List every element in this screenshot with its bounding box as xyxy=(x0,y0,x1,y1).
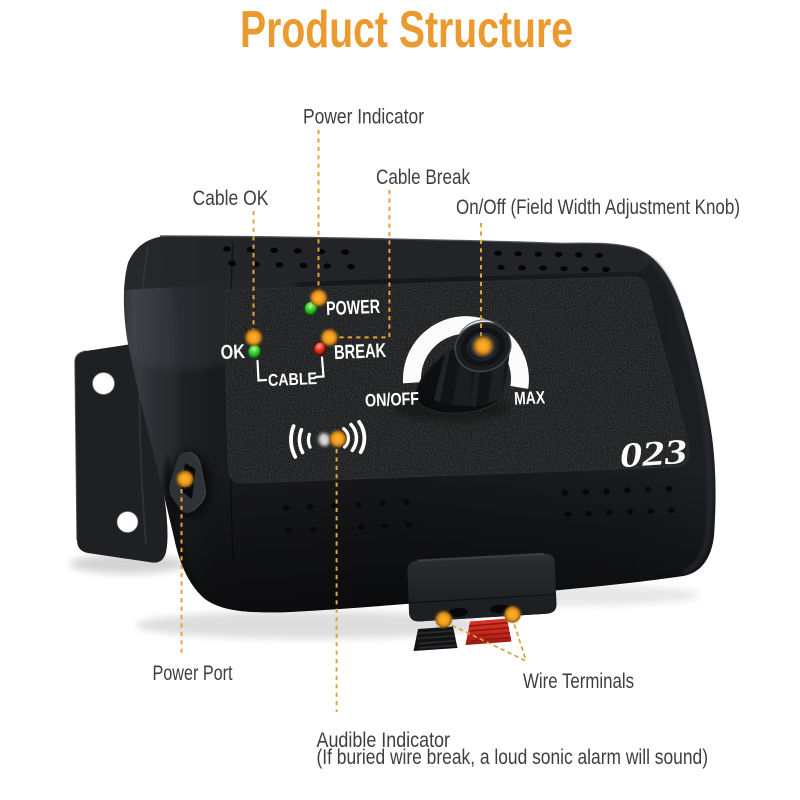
svg-text:023: 023 xyxy=(618,432,688,476)
svg-text:Power Indicator: Power Indicator xyxy=(303,106,424,129)
svg-text:OK: OK xyxy=(220,341,246,364)
svg-text:On/Off (Field Width Adjustment: On/Off (Field Width Adjustment Knob) xyxy=(456,196,740,219)
svg-text:CABLE: CABLE xyxy=(268,369,318,390)
svg-text:(If buried wire break, a loud: (If buried wire break, a loud sonic alar… xyxy=(317,746,709,769)
svg-text:Cable OK: Cable OK xyxy=(193,187,269,210)
svg-text:Cable Break: Cable Break xyxy=(376,166,470,189)
svg-text:Wire Terminals: Wire Terminals xyxy=(523,670,634,693)
svg-text:BREAK: BREAK xyxy=(334,340,387,364)
svg-text:ON/OFF: ON/OFF xyxy=(365,388,420,410)
svg-text:Product Structure: Product Structure xyxy=(240,1,573,59)
svg-text:Audible Indicator: Audible Indicator xyxy=(317,729,451,752)
svg-text:Power Port: Power Port xyxy=(153,662,233,685)
svg-text:POWER: POWER xyxy=(326,296,381,320)
svg-text:MAX: MAX xyxy=(514,387,546,408)
